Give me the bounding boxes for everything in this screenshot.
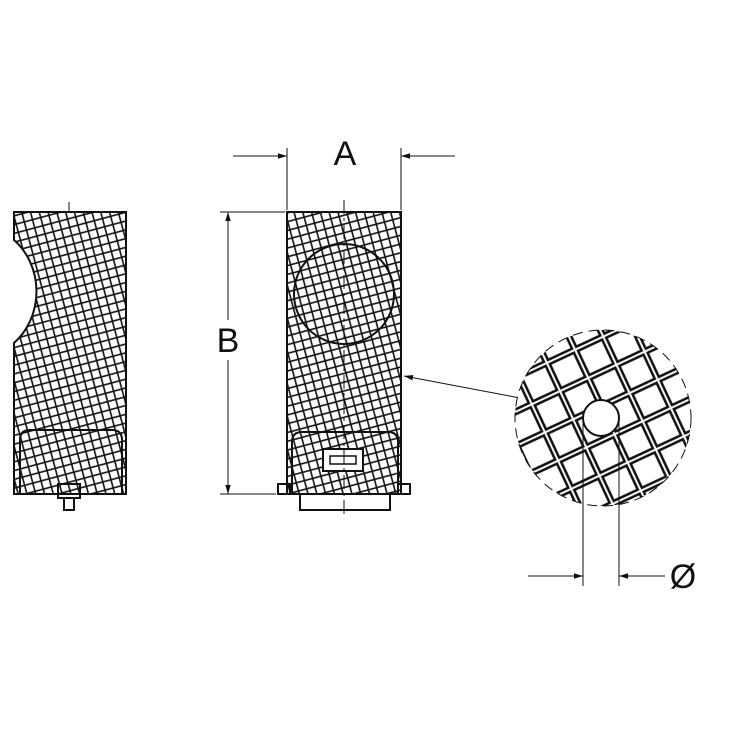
front-view-clip-slot <box>329 455 357 465</box>
front-view-flange-left <box>277 483 291 495</box>
dimension-b: B <box>217 211 285 495</box>
front-view-flange-right <box>397 483 411 495</box>
front-view-base <box>299 493 391 511</box>
front-view <box>277 200 411 515</box>
side-view-cap <box>19 429 123 494</box>
side-view <box>13 202 127 511</box>
side-view-body <box>13 211 127 495</box>
detail-view <box>514 329 692 586</box>
dimension-diameter-label: Ø <box>670 558 696 596</box>
detail-view-hole <box>582 399 620 437</box>
side-view-pin-tip <box>63 497 75 511</box>
dimension-a: A <box>233 135 455 210</box>
detail-leader <box>403 375 521 399</box>
dimension-b-label: B <box>217 322 240 360</box>
dimension-diameter: Ø <box>528 558 696 596</box>
front-view-cap <box>291 431 399 494</box>
dimension-a-label: A <box>334 135 357 173</box>
